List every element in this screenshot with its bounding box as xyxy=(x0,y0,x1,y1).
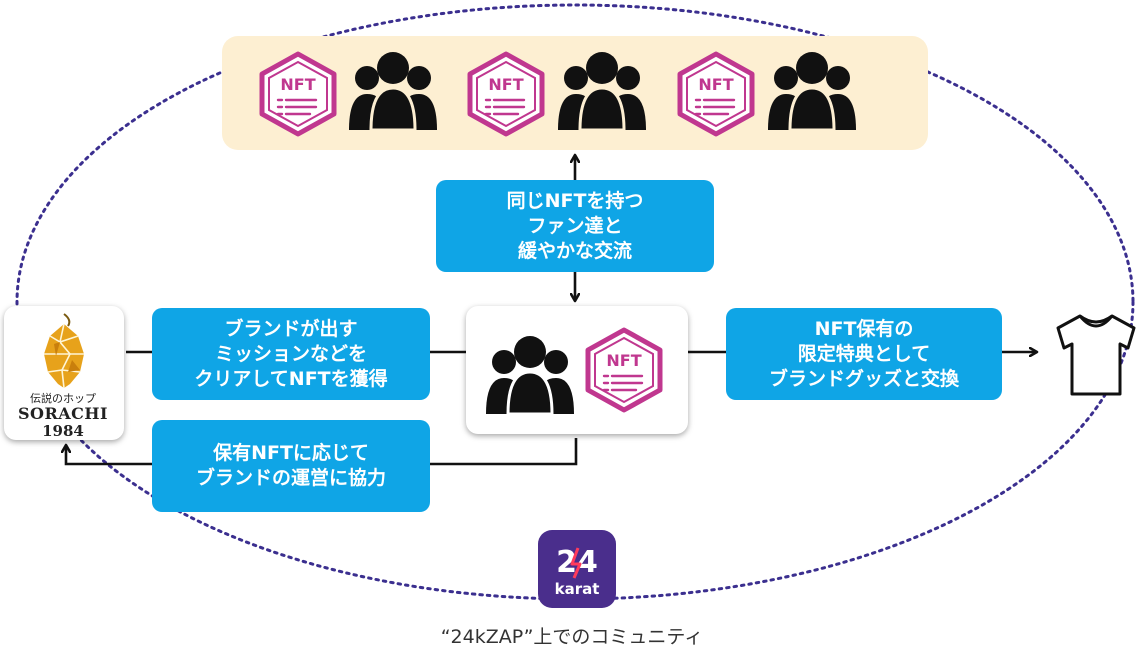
brand-tagline: 伝説のホップ xyxy=(30,392,96,405)
benefit-box: NFT保有の 限定特典として ブランドグッズと交換 xyxy=(726,308,1002,400)
holder-card: NFT xyxy=(466,306,688,434)
community-caption: “24kZAP”上でのコミュニティ xyxy=(440,626,704,648)
arrow-to-brand xyxy=(66,446,154,466)
cooperate-box: 保有NFTに応じて ブランドの運営に協力 xyxy=(152,420,430,512)
brand-card: 伝説のホップ SORACHI 1984 xyxy=(4,306,124,440)
people-group-icon xyxy=(486,336,574,416)
brand-year: 1984 xyxy=(42,422,84,440)
hop-logo-icon xyxy=(44,313,84,389)
line-center-down xyxy=(430,438,578,466)
app-logo-icon: 24 karat xyxy=(538,530,616,608)
nft-badge-icon: NFT xyxy=(585,327,663,413)
tshirt-icon xyxy=(1056,314,1136,396)
community-box: 同じNFTを持つ ファン達と 緩やかな交流 xyxy=(436,180,714,272)
brand-name: SORACHI xyxy=(17,404,109,423)
svg-text:karat: karat xyxy=(555,580,600,598)
svg-text:NFT: NFT xyxy=(606,351,641,370)
mission-box: ブランドが出す ミッションなどを クリアしてNFTを獲得 xyxy=(152,308,430,400)
